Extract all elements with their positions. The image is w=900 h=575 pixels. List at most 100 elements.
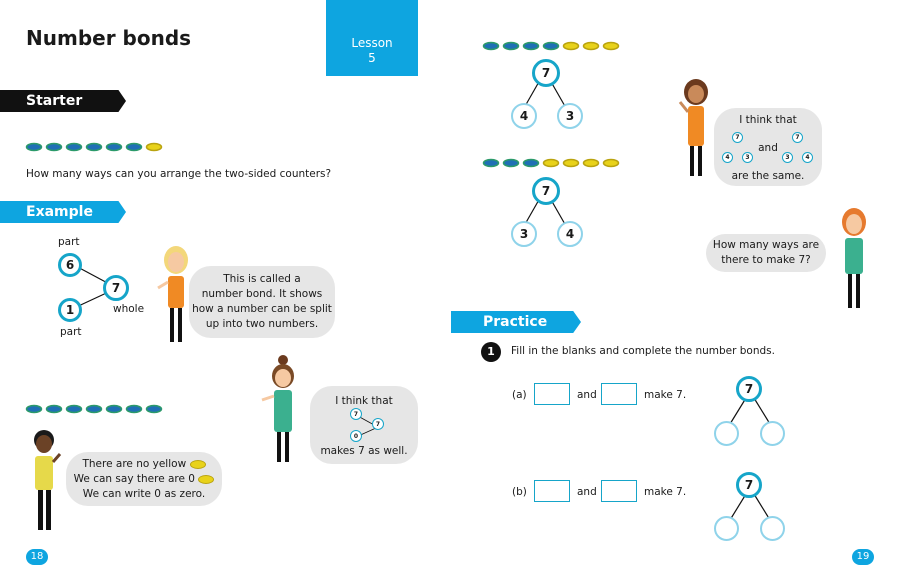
bond-part-circle: 1 xyxy=(58,298,82,322)
mini-bond-circle: 0 xyxy=(350,430,362,442)
answer-box-a1[interactable] xyxy=(534,383,570,405)
bubble-line: This is called a xyxy=(223,273,301,285)
bond-a-whole-circle: 7 xyxy=(736,376,762,402)
bubble-line: there to make 7? xyxy=(721,254,811,266)
blue-counter xyxy=(502,41,520,51)
bond1-left-circle: 4 xyxy=(511,103,537,129)
yellow-counter-icon xyxy=(198,474,215,484)
bond2-whole-circle: 7 xyxy=(532,177,560,205)
practice-banner: Practice xyxy=(451,311,581,333)
yellow-counter xyxy=(582,158,600,168)
bubble-line: makes 7 as well. xyxy=(320,445,408,457)
blue-counter xyxy=(502,158,520,168)
mini-bond-circle: 7 xyxy=(372,418,384,430)
bond1-right-circle: 3 xyxy=(557,103,583,129)
example-banner: Example xyxy=(0,201,126,223)
blue-counter xyxy=(65,404,83,414)
yellow-counter xyxy=(562,158,580,168)
yellow-counter xyxy=(602,158,620,168)
yellow-counter xyxy=(542,158,560,168)
speech-bubble-how-many: How many ways are there to make 7? xyxy=(706,234,826,272)
boy-illustration xyxy=(34,430,62,530)
yellow-counter xyxy=(562,41,580,51)
mini-bond-circle: 4 xyxy=(722,152,733,163)
blue-counter xyxy=(125,142,143,152)
item-a-label: (a) xyxy=(512,389,527,401)
bond-b-part-blank[interactable] xyxy=(714,516,739,541)
counter-row-4-3 xyxy=(482,37,623,56)
blue-counter xyxy=(65,142,83,152)
mini-bond-circle: 3 xyxy=(782,152,793,163)
mini-bond-circle: 4 xyxy=(802,152,813,163)
girl-red-hair-illustration xyxy=(842,208,866,308)
blue-counter xyxy=(522,41,540,51)
blue-counter xyxy=(85,142,103,152)
mini-bond-circle: 7 xyxy=(732,132,743,143)
bond-b-lines xyxy=(729,493,771,521)
girl-green-illustration xyxy=(261,355,294,462)
bubble-line: We can write 0 as zero. xyxy=(82,488,206,500)
blue-counter xyxy=(482,41,500,51)
yellow-counter-icon xyxy=(189,459,206,469)
blue-counter xyxy=(25,142,43,152)
bubble-and: and xyxy=(758,142,778,154)
yellow-counter xyxy=(582,41,600,51)
mini-bond-circle: 3 xyxy=(742,152,753,163)
lesson-label: Lesson xyxy=(351,36,393,50)
and-text: and xyxy=(577,389,597,401)
counter-row-3-4 xyxy=(482,154,623,173)
bond2-left-circle: 3 xyxy=(511,221,537,247)
starter-question: How many ways can you arrange the two-si… xyxy=(26,168,332,180)
bond-whole-circle: 7 xyxy=(103,275,129,301)
whole-label: whole xyxy=(113,303,145,315)
blue-counter xyxy=(85,404,103,414)
blue-counter xyxy=(105,142,123,152)
blue-counter xyxy=(45,404,63,414)
girl-dark-hair-illustration xyxy=(678,79,708,176)
bond-a-part-blank[interactable] xyxy=(760,421,785,446)
and-text: and xyxy=(577,486,597,498)
answer-box-b2[interactable] xyxy=(601,480,637,502)
lesson-number: 5 xyxy=(368,51,376,65)
mini-bond-circle: 7 xyxy=(350,408,362,420)
speech-bubble-zero: There are no yellow We can say there are… xyxy=(66,452,222,506)
make-text: make 7. xyxy=(644,486,687,498)
bond-part-circle: 6 xyxy=(58,253,82,277)
bond-a-lines xyxy=(729,397,771,425)
practice-instruction: Fill in the blanks and complete the numb… xyxy=(511,345,775,357)
blue-counter xyxy=(45,142,63,152)
bubble-line: are the same. xyxy=(731,170,805,182)
question-number-badge: 1 xyxy=(481,342,501,362)
item-b-label: (b) xyxy=(512,486,527,498)
bond-a-part-blank[interactable] xyxy=(714,421,739,446)
page-number-left: 18 xyxy=(26,549,48,565)
example-counter-row xyxy=(25,400,166,419)
bond1-whole-circle: 7 xyxy=(532,59,560,87)
bond-b-part-blank[interactable] xyxy=(760,516,785,541)
bond-b-whole-circle: 7 xyxy=(736,472,762,498)
bubble-line: We can say there are 0 xyxy=(66,472,222,487)
blue-counter xyxy=(542,41,560,51)
answer-box-b1[interactable] xyxy=(534,480,570,502)
blue-counter xyxy=(482,158,500,168)
bubble-line: I think that xyxy=(335,395,393,407)
bubble-line: up into two numbers. xyxy=(205,318,319,330)
page-number-right: 19 xyxy=(852,549,874,565)
lesson-tab: Lesson 5 xyxy=(326,0,418,76)
blue-counter xyxy=(145,404,163,414)
blue-counter xyxy=(105,404,123,414)
yellow-counter xyxy=(145,142,163,152)
answer-box-a2[interactable] xyxy=(601,383,637,405)
bubble-line: number bond. It shows xyxy=(201,288,323,300)
bubble-line: There are no yellow xyxy=(66,457,222,472)
make-text: make 7. xyxy=(644,389,687,401)
bubble-line: How many ways are xyxy=(712,239,820,251)
yellow-counter xyxy=(602,41,620,51)
blue-counter xyxy=(522,158,540,168)
bubble-line: I think that xyxy=(739,114,797,126)
starter-banner: Starter xyxy=(0,90,126,112)
speech-bubble-same: I think that 7 4 3 and 7 3 4 are the sam… xyxy=(714,108,822,186)
bond2-right-circle: 4 xyxy=(557,221,583,247)
blue-counter xyxy=(125,404,143,414)
girl-orange-illustration xyxy=(157,246,188,342)
